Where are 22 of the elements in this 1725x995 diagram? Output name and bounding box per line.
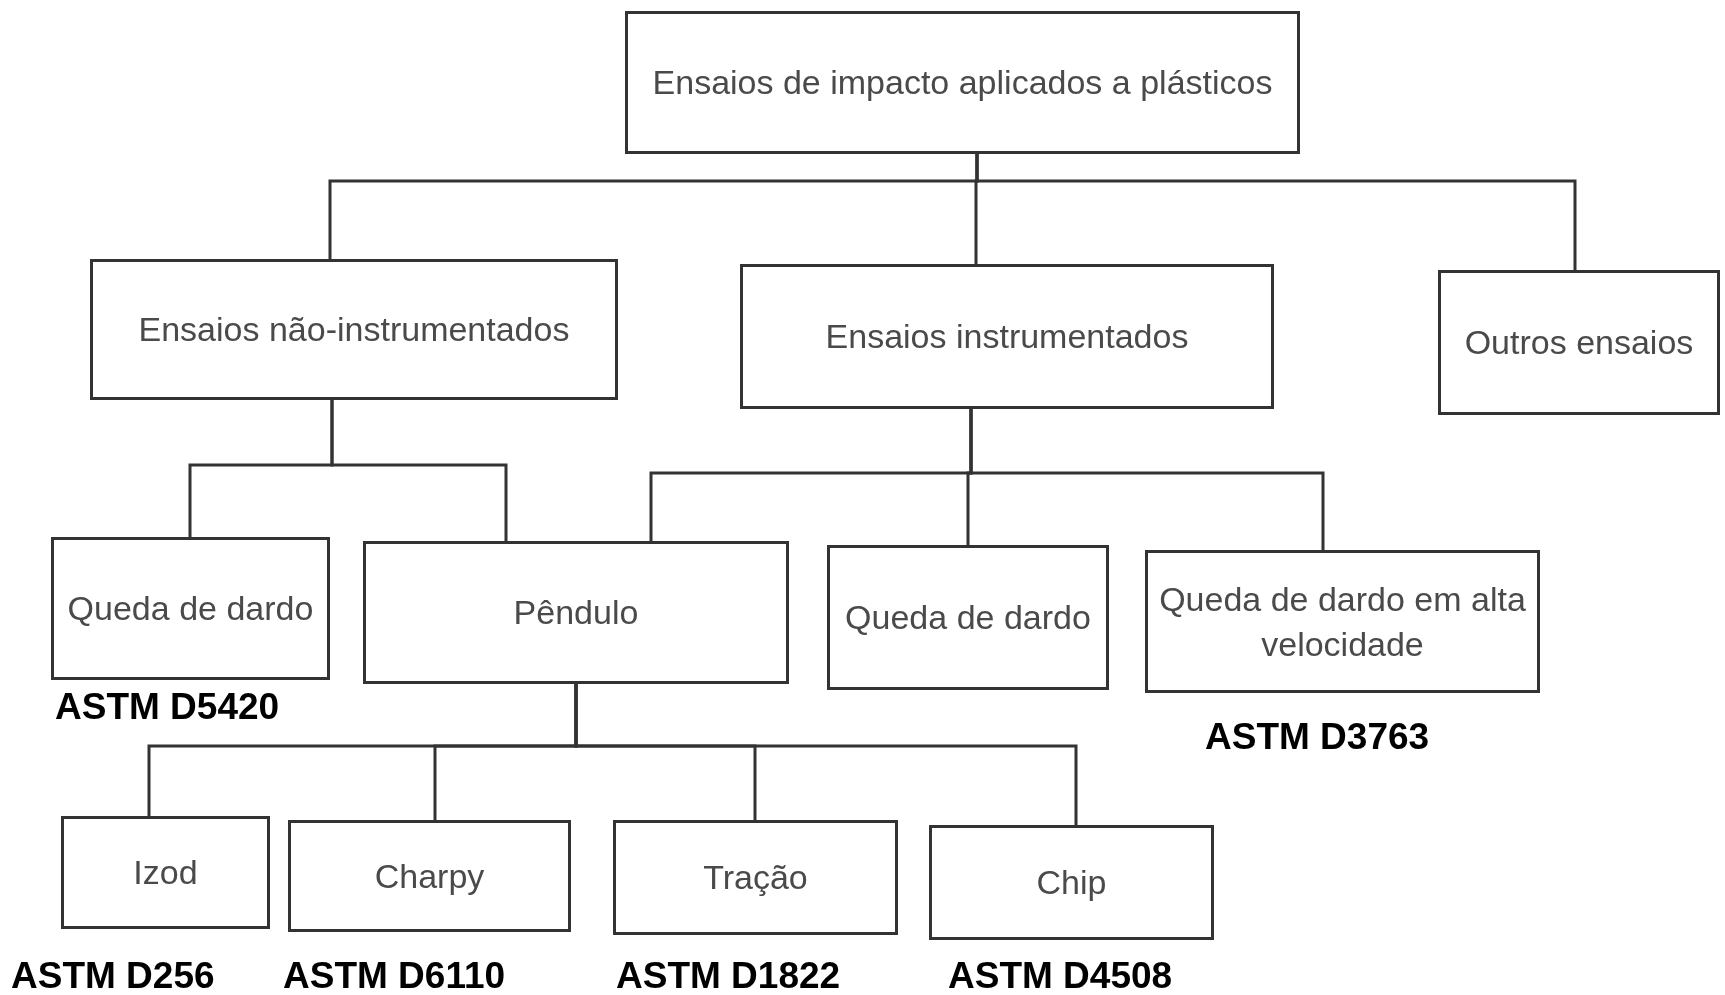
connector-line [969, 409, 1325, 550]
category-box: Ensaios instrumentados [740, 264, 1274, 409]
category-box: Outros ensaios [1438, 270, 1720, 415]
connector-line [574, 684, 1078, 825]
category-box: Izod [61, 816, 270, 929]
standard-code: ASTM D256 [11, 955, 215, 995]
category-box: Queda de dardo [51, 537, 330, 680]
category-box: Ensaios não-instrumentados [90, 259, 618, 400]
category-box: Tração [613, 820, 898, 935]
connector-line [975, 154, 1577, 270]
standard-code: ASTM D6110 [283, 955, 506, 995]
category-box: Queda de dardo [827, 545, 1109, 690]
standard-code: ASTM D1822 [616, 955, 841, 995]
category-box: Queda de dardo em alta velocidade [1145, 550, 1540, 693]
standard-code: ASTM D3763 [1205, 716, 1430, 758]
category-box: Chip [929, 825, 1214, 940]
category-box: Ensaios de impacto aplicados a plásticos [625, 11, 1300, 154]
standard-code: ASTM D5420 [55, 686, 280, 728]
standard-code: ASTM D4508 [948, 955, 1173, 995]
category-box: Pêndulo [363, 541, 789, 684]
category-box: Charpy [288, 820, 571, 932]
connector-line [330, 400, 508, 541]
